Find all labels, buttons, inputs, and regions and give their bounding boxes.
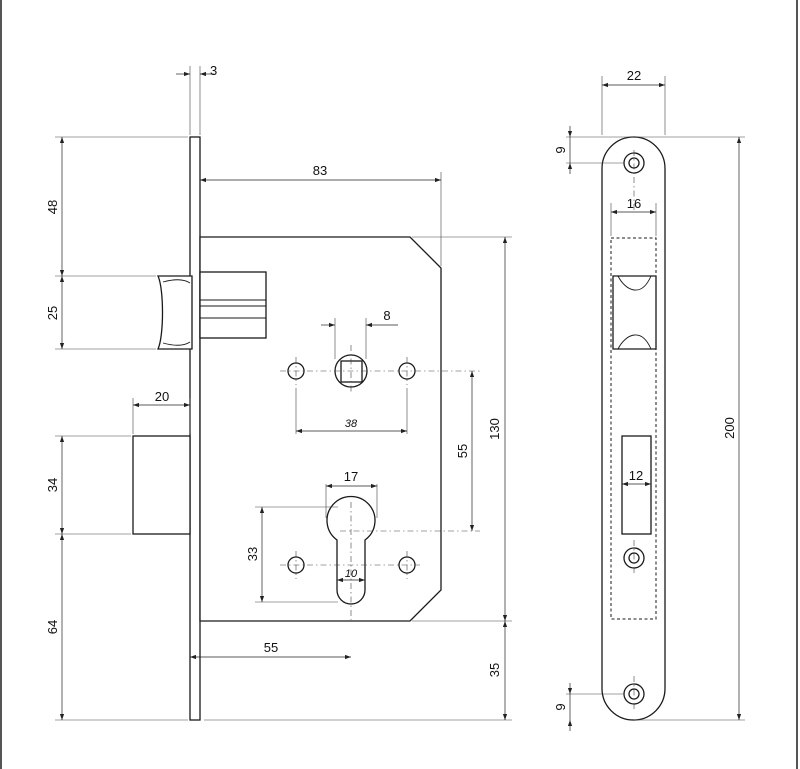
dim-case-depth: 83 — [313, 163, 327, 178]
dim-deadbolt-height: 34 — [45, 478, 60, 492]
dim-cylinder-slot: 10 — [345, 568, 358, 580]
dim-cylinder-height: 33 — [245, 547, 260, 561]
faceplate — [189, 136, 201, 721]
dim-deadbolt-to-bottom: 64 — [45, 620, 60, 634]
strike-plate-view: 22 9 16 200 12 9 — [553, 68, 745, 731]
dim-spindle-screw-spacing: 38 — [345, 418, 358, 430]
deadbolt — [132, 435, 191, 535]
dim-strike-width: 22 — [627, 68, 641, 83]
dim-strike-bottom-hole: 9 — [553, 703, 568, 710]
latch-bolt — [156, 271, 267, 350]
dim-top-to-latch: 48 — [45, 200, 60, 214]
dim-spindle-to-cylinder: 55 — [455, 444, 470, 458]
dim-backset: 55 — [264, 640, 278, 655]
dimension-lines — [59, 71, 508, 720]
bolt-window — [621, 435, 652, 535]
dim-case-bottom-offset: 35 — [487, 663, 502, 677]
dim-case-height: 130 — [487, 418, 502, 440]
dim-cylinder-width: 17 — [344, 469, 358, 484]
latch-window — [612, 275, 657, 350]
extension-lines — [55, 66, 512, 721]
dim-strike-length: 200 — [722, 417, 737, 439]
dim-faceplate-thickness: 3 — [210, 63, 217, 78]
lock-side-view: 3 83 48 25 20 34 64 8 38 55 130 17 33 10… — [45, 63, 512, 721]
dim-latch-window-width: 16 — [627, 196, 641, 211]
dim-strike-top-hole: 9 — [553, 146, 568, 153]
case-outline-hidden — [610, 237, 657, 620]
spindle-hub — [280, 345, 480, 393]
dim-bolt-window-width: 12 — [629, 468, 643, 483]
dim-spindle-square: 8 — [383, 308, 390, 323]
cylinder-cutout — [280, 495, 480, 620]
dim-deadbolt-throw: 20 — [155, 389, 169, 404]
dim-latch-height: 25 — [45, 306, 60, 320]
dimension-labels: 3 83 48 25 20 34 64 8 38 55 130 17 33 10… — [45, 63, 502, 677]
